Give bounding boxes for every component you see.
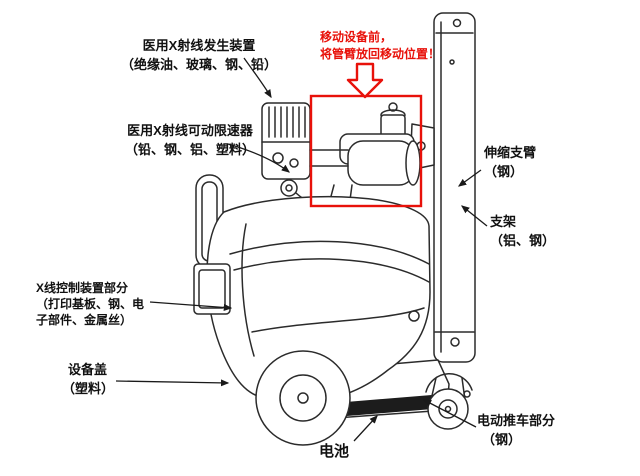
label-warning: 移动设备前， 将管臂放回移动位置！ — [320, 29, 440, 63]
label-limiter-line1: 医用X射线可动限速器 — [127, 123, 253, 138]
label-bracket-line2: （铝、钢） — [490, 232, 556, 248]
label-telescopic-arm: 伸缩支臂 （钢） — [484, 144, 536, 182]
label-generator-line2: （绝缘油、玻璃、钢、铅） — [120, 56, 277, 72]
label-battery-line1: 电池 — [319, 443, 350, 460]
battery-compartment — [346, 394, 445, 416]
label-telescopic-arm-line2: （钢） — [484, 163, 524, 179]
label-device-cover-line2: （塑料） — [62, 380, 115, 396]
label-cart-line2: （钢） — [482, 431, 522, 447]
leader-limiter — [227, 143, 291, 173]
leader-telescopic-arm — [457, 169, 482, 187]
label-telescopic-arm-line1: 伸缩支臂 — [484, 145, 537, 160]
column — [433, 12, 476, 363]
label-bracket-line1: 支架 — [490, 214, 517, 229]
leader-control-unit — [149, 301, 233, 312]
label-cart-line1: 电动推车部分 — [477, 413, 556, 428]
label-generator: 医用X射线发生装置 （绝缘油、玻璃、钢、铅） — [98, 37, 300, 75]
main-wheel — [255, 350, 351, 446]
label-warning-line1: 移动设备前， — [320, 30, 393, 44]
leader-battery — [353, 415, 378, 442]
label-control-unit-line1: X线控制装置部分 — [36, 281, 129, 295]
label-control-unit-line2: （打印基板、钢、电 — [36, 297, 145, 312]
label-bracket: 支架 （铝、钢） — [490, 213, 555, 251]
label-device-cover: 设备盖 （塑料） — [62, 361, 114, 399]
leader-generator — [243, 57, 272, 99]
leader-bracket — [461, 205, 488, 227]
label-control-unit-line3: 子部件、金属丝） — [36, 313, 133, 328]
leader-device-cover — [115, 379, 230, 387]
label-cart: 电动推车部分 （钢） — [477, 412, 555, 450]
leader-cart — [422, 399, 477, 428]
label-limiter-line2: （铅、钢、铝、塑料） — [124, 141, 255, 157]
caster-wheel — [425, 373, 473, 430]
label-device-cover-line1: 设备盖 — [68, 362, 108, 377]
down-arrow-icon — [346, 62, 384, 99]
tube-arm — [325, 102, 421, 215]
label-generator-line1: 医用X射线发生装置 — [142, 38, 256, 53]
label-battery: 电池 — [319, 441, 349, 463]
cart-body — [193, 195, 431, 403]
label-warning-line2: 将管臂放回移动位置！ — [320, 46, 441, 61]
label-limiter: 医用X射线可动限速器 （铅、钢、铝、塑料） — [80, 122, 300, 160]
label-control-unit: X线控制装置部分 （打印基板、钢、电 子部件、金属丝） — [36, 280, 144, 329]
collimator — [261, 102, 349, 209]
